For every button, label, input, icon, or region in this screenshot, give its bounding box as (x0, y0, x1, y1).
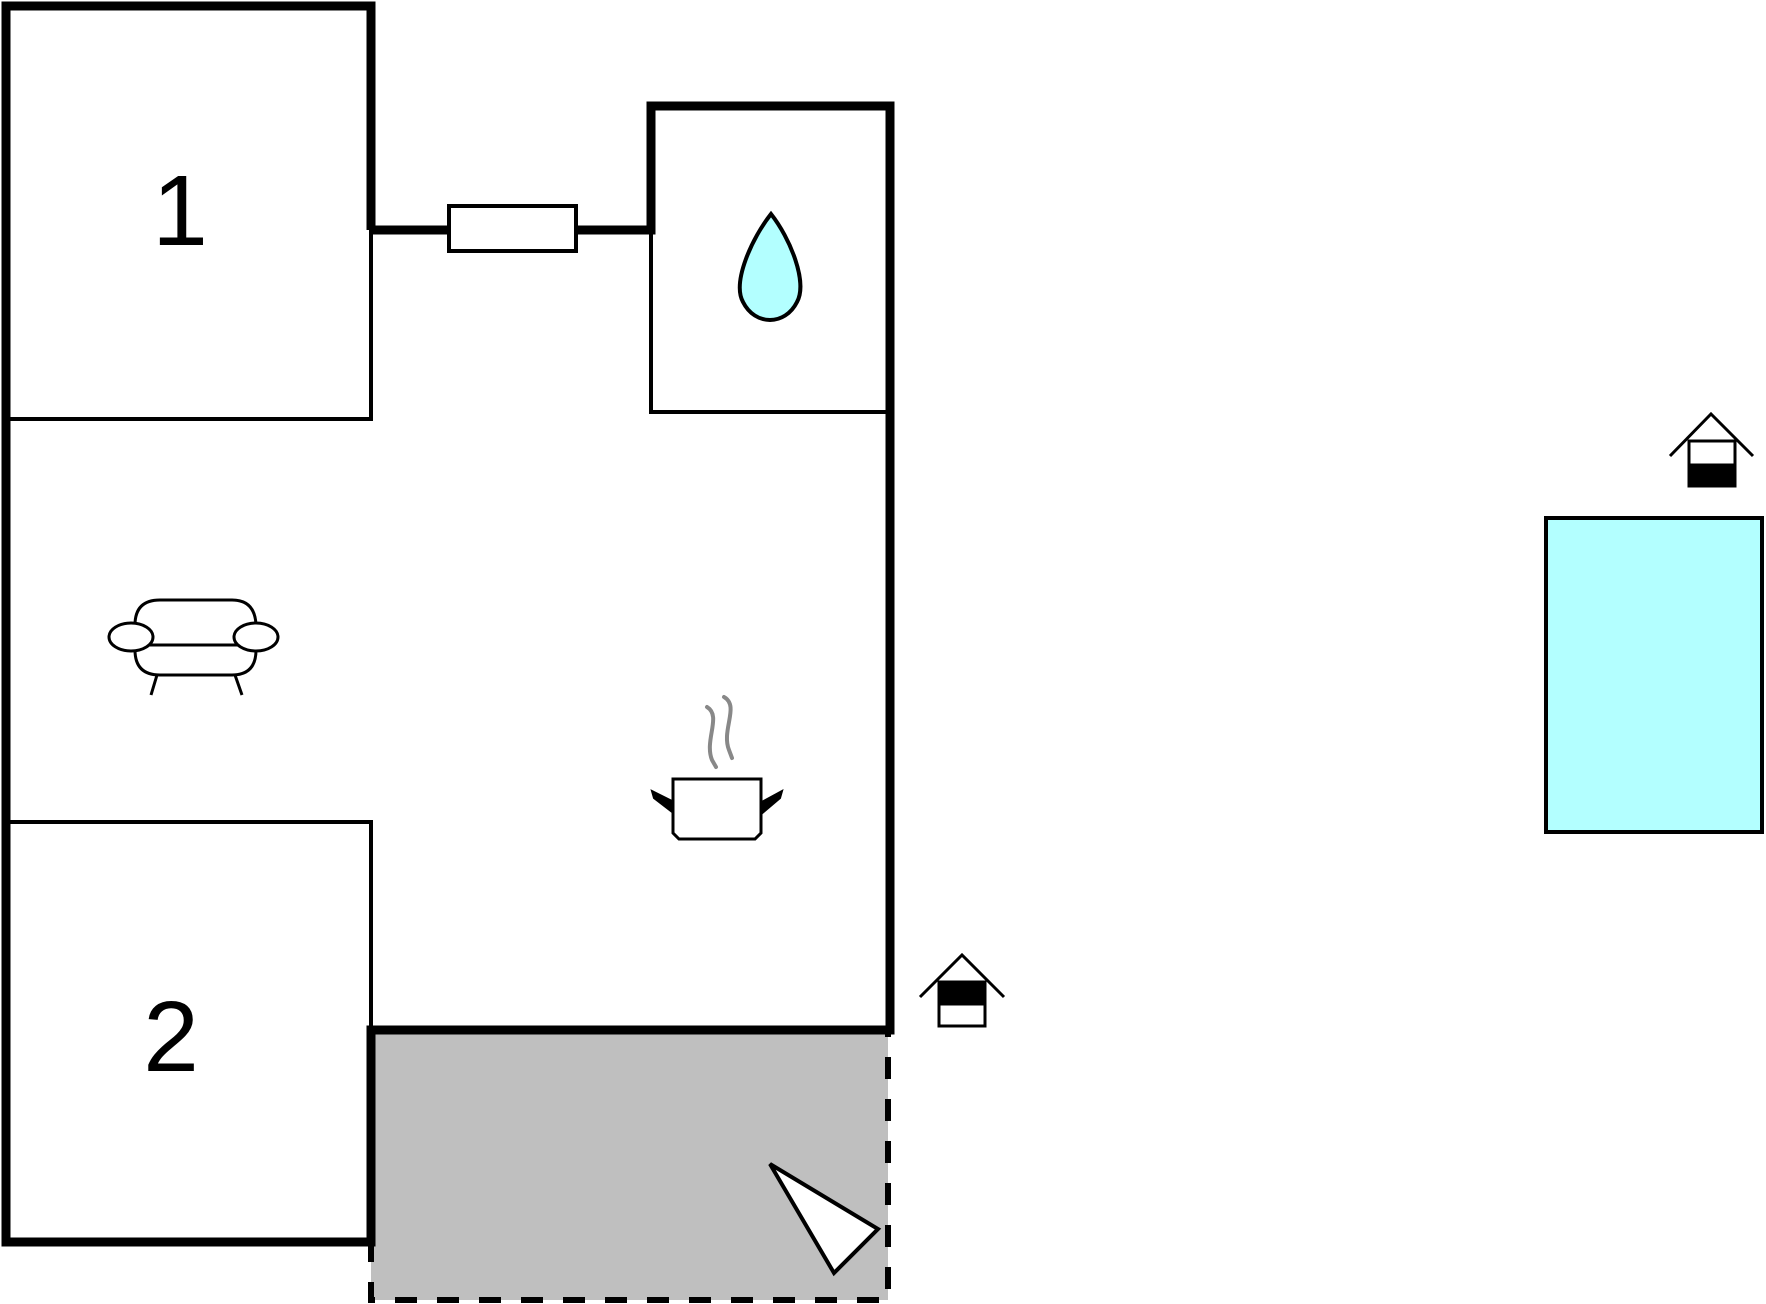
room-label-2: 2 (143, 981, 199, 1093)
sofa-icon (107, 598, 280, 696)
pool-entrance-icon (1668, 411, 1755, 488)
entrance-house-icon (918, 952, 1006, 1028)
window (447, 204, 578, 253)
interior-walls (8, 228, 886, 1030)
view-direction-icon (768, 1162, 882, 1277)
bedroom-1-interior-wall (8, 228, 373, 421)
swimming-pool (1544, 516, 1764, 834)
room-label-1: 1 (152, 155, 208, 267)
water-drop-icon (737, 210, 803, 322)
terrace (368, 1030, 891, 1303)
bedroom-2-interior-wall (8, 820, 373, 1030)
exterior-walls (1, 1, 895, 1247)
cooking-pot-icon (650, 695, 784, 841)
bathroom-interior-wall (649, 228, 886, 414)
exterior-wall-outline (1, 1, 895, 1247)
terrace-area (371, 1030, 888, 1300)
